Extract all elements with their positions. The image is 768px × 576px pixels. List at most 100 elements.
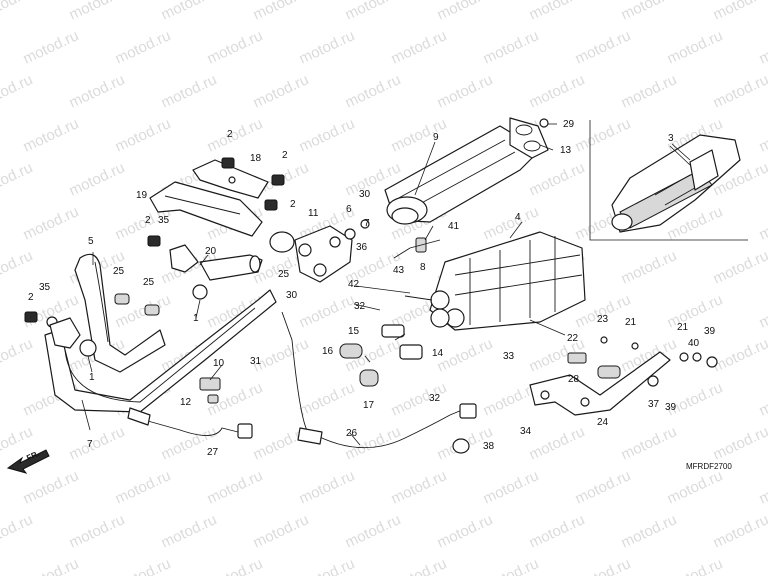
watermark-text: motod.ru [481, 555, 542, 576]
exhaust-pipe-5 [74, 253, 166, 373]
callout-32: 32 [429, 393, 441, 404]
callout-8: 8 [420, 262, 426, 273]
watermark-text: motod.ru [665, 467, 726, 507]
watermark-text: motod.ru [113, 467, 174, 507]
callout-13: 13 [560, 145, 572, 156]
callout-32: 32 [354, 301, 366, 312]
watermark-text: motod.ru [757, 291, 768, 331]
callout-30: 30 [359, 189, 371, 200]
watermark-text: motod.ru [665, 555, 726, 576]
watermark-text: motod.ru [389, 115, 450, 155]
sensor-wire-27 [127, 407, 253, 439]
callout-7: 7 [87, 439, 93, 450]
watermark-text: motod.ru [619, 71, 680, 111]
watermark-text: motod.ru [21, 27, 82, 67]
watermark-text: motod.ru [297, 379, 358, 419]
callout-34: 34 [520, 426, 532, 437]
watermark-text: motod.ru [297, 115, 358, 155]
watermark-text: motod.ru [665, 27, 726, 67]
watermark-text: motod.ru [389, 27, 450, 67]
watermark-text: motod.ru [205, 467, 266, 507]
small-parts [24, 118, 718, 404]
joint-11 [269, 225, 353, 283]
watermark-text: motod.ru [757, 467, 768, 507]
callout-20: 20 [205, 246, 217, 257]
watermark-text: motod.ru [711, 423, 768, 463]
leader-lines [81, 123, 691, 446]
inset-detail [589, 120, 748, 241]
front-arrow: FR. [6, 449, 50, 474]
callout-11: 11 [308, 208, 319, 219]
callout-6: 6 [346, 204, 352, 215]
callout-10: 10 [213, 358, 225, 369]
callout-25: 25 [113, 266, 125, 277]
watermark-text: motod.ru [205, 115, 266, 155]
watermark-text: motod.ru [251, 71, 312, 111]
watermark-text: motod.ru [205, 27, 266, 67]
watermark-text: motod.ru [527, 0, 588, 24]
callout-23: 23 [597, 314, 609, 325]
watermark-text: motod.ru [113, 27, 174, 67]
watermark-text: motod.ru [619, 511, 680, 551]
callout-2: 2 [282, 150, 288, 161]
watermark-text: motod.ru [113, 115, 174, 155]
watermark-text: motod.ru [527, 71, 588, 111]
watermark-text: motod.ru [343, 0, 404, 24]
callout-1: 1 [193, 313, 199, 324]
callout-38: 38 [483, 441, 495, 452]
watermark-text: motod.ru [435, 511, 496, 551]
pipe-20 [199, 254, 263, 281]
watermark-text: motod.ru [527, 159, 588, 199]
callout-12: 12 [180, 397, 192, 408]
watermark-text: motod.ru [757, 203, 768, 243]
callout-16: 16 [322, 346, 334, 357]
watermark-text: motod.ru [665, 291, 726, 331]
watermark-text: motod.ru [0, 335, 35, 375]
watermark-text: motod.ru [205, 555, 266, 576]
watermark-text: motod.ru [757, 27, 768, 67]
callout-19: 19 [136, 190, 148, 201]
watermark-text: motod.ru [0, 0, 35, 24]
watermark-text: motod.ru [711, 511, 768, 551]
callout-26: 26 [346, 428, 358, 439]
watermark-text: motod.ru [481, 27, 542, 67]
watermark-text: motod.ru [0, 159, 35, 199]
watermark-text: motod.ru [711, 335, 768, 375]
watermark-text: motod.ru [0, 247, 35, 287]
watermark-text: motod.ru [711, 0, 768, 24]
watermark-text: motod.ru [21, 555, 82, 576]
diagram-code: MFRDF2700 [686, 462, 732, 471]
callout-7: 7 [364, 218, 370, 229]
watermark-text: motod.ru [0, 511, 35, 551]
callout-18: 18 [250, 153, 262, 164]
callout-35: 35 [39, 282, 51, 293]
watermark-text: motod.ru [435, 335, 496, 375]
callout-5: 5 [88, 236, 94, 247]
watermark-text: motod.ru [527, 423, 588, 463]
watermark-text: motod.ru [527, 511, 588, 551]
sensor-wire-26 [281, 311, 477, 454]
watermark-text: motod.ru [665, 379, 726, 419]
watermark-text: motod.ru [757, 115, 768, 155]
callout-36: 36 [356, 242, 368, 253]
callout-24: 24 [597, 417, 609, 428]
muffler-9 [384, 125, 541, 225]
watermark-text: motod.ru [67, 71, 128, 111]
callout-37: 37 [648, 399, 660, 410]
watermark-text: motod.ru [21, 467, 82, 507]
callout-1: 1 [89, 372, 95, 383]
watermark-text: motod.ru [619, 247, 680, 287]
callout-25: 25 [143, 277, 155, 288]
callout-33: 33 [503, 351, 515, 362]
callout-42: 42 [348, 279, 360, 290]
watermark-text: motod.ru [573, 555, 634, 576]
exhaust-pipe-7 [44, 289, 277, 413]
callout-17: 17 [363, 400, 375, 411]
watermark-text: motod.ru [159, 71, 220, 111]
watermark-text: motod.ru [67, 423, 128, 463]
callout-25: 25 [278, 269, 290, 280]
callout-30: 30 [286, 290, 298, 301]
callout-2: 2 [227, 129, 233, 140]
callout-41: 41 [448, 221, 460, 232]
